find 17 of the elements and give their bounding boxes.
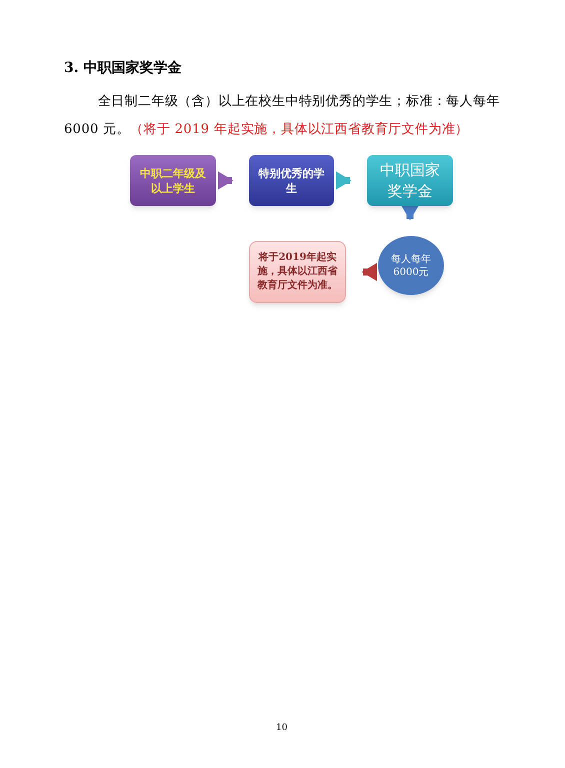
node-label: 每人每年6000元 (390, 252, 432, 278)
node-label: 将于2019年起实施，具体以江西省教育厅文件为准。 (256, 251, 338, 293)
amount-circle (378, 236, 444, 295)
block-arrow (362, 262, 377, 282)
result-box (367, 155, 453, 206)
node-label: 中职国家奖学金 (379, 160, 441, 202)
process-box (249, 155, 334, 206)
note-box (249, 241, 346, 303)
body-paragraph: 全日制二年级（含）以上在校生中特别优秀的学生；标准：每人每年 6000 元。（将于 2019 年起实施，具体以江西省教育厅文件为准） (64, 93, 501, 139)
section-heading: 3. 中职国家奖学金 (64, 58, 182, 78)
block-arrow (400, 205, 420, 220)
page-number: 10 (276, 722, 288, 735)
block-arrow (336, 171, 352, 190)
block-arrow (218, 171, 234, 190)
node-label: 特别优秀的学生 (257, 166, 326, 196)
node-label: 中职二年级及以上学生 (139, 166, 207, 196)
process-box (130, 155, 216, 206)
